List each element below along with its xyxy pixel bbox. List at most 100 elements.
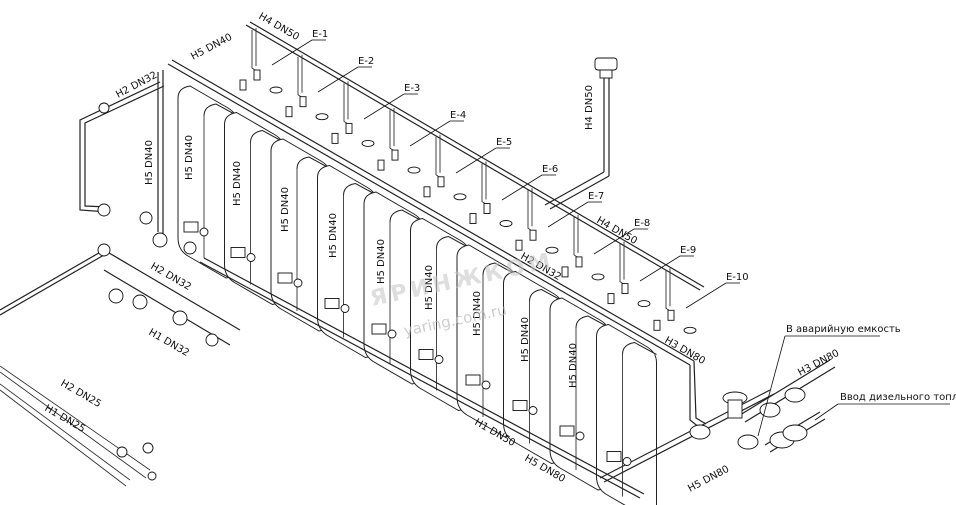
h4-header-pipe-edge [249,21,705,288]
tank-top-edge [436,235,471,249]
tank-side-label: H5 DN40 [520,317,531,362]
tank-label-leader [639,255,681,282]
h4-branch-riser [527,190,535,233]
tank-side-label: H5 DN40 [424,265,435,310]
tank-nozzle [269,86,283,94]
branch-valve [483,203,491,214]
tank-label: E-4 [450,110,466,121]
tank-group [177,85,657,505]
h4-branch-riser [297,56,305,100]
tank-nozzle [499,220,513,227]
tank-nozzle [407,166,421,174]
bottom-fitting [340,304,350,313]
h2-dn25-pipe-edge [0,371,147,479]
tank-branches [183,28,697,466]
callouts: В аварийную емкость Ввод дизельного топл… [757,324,956,437]
h4-branch-riser [389,110,397,153]
callout-diesel-leader [814,403,839,421]
label-h4-vertical: H4 DN50 [584,85,595,130]
label-h5-left: H5 DN40 [144,140,155,185]
tank-label-leader [501,174,543,201]
tank-side-label: H5 DN40 [184,135,195,180]
tank-label-leader [409,120,451,147]
tank-label: E-8 [634,218,650,229]
label-h5-dn80-bottom: H5 DN80 [686,464,731,495]
h4-branch-riser [435,136,443,180]
branch-valve [621,283,629,295]
h2-mid-pipe [103,249,241,331]
branch-valve [345,122,353,134]
branch-valve [299,96,307,108]
h5-header-pipe-edge [171,59,695,362]
callout-emergency-leader [757,335,786,437]
bottom-valve [277,272,293,284]
branch-valve [239,79,247,91]
tank-top-edge [203,103,239,117]
label-h2-dn25: H2 DN25 [59,378,103,410]
tank-label: E-3 [404,83,420,94]
tank-top-edge [389,209,425,223]
left-pump-cluster [97,102,219,481]
branch-valve [423,186,431,198]
bottom-fitting [434,355,444,364]
tank-label-leader [547,201,589,228]
bottom-valve [559,425,575,437]
bottom-fitting [622,457,632,466]
h4-branch-riser [619,243,627,286]
tank-label-leader [271,39,313,66]
bottom-valve [606,451,622,462]
branch-valve [253,69,261,81]
branch-valve [529,229,537,241]
tank-top-edge [343,182,378,196]
tank-side-label: H5 DN40 [472,291,483,336]
h4-branch-pipe [544,171,605,206]
branch-valve [561,266,569,278]
tank-side-label: H5 DN40 [280,187,291,232]
bottom-fitting [246,253,256,262]
tank-label: E-9 [680,245,696,256]
tank-label: E-1 [312,29,328,40]
branch-valve [515,239,523,251]
tank-nozzle [637,300,651,308]
tank-top-edge [622,341,657,355]
h3-dn80-pipe [739,359,831,416]
bottom-fitting [481,380,491,390]
branch-valve [469,213,477,224]
h4-branch-pipe-edge [549,175,610,210]
tank-nozzle [315,113,329,121]
branch-valve [607,293,615,305]
tank-top-edge [575,315,611,329]
label-h1-dn25: H1 DN25 [43,403,87,435]
tank-label-leader [593,228,635,255]
bottom-fitting [528,406,538,415]
tank-side-label: H5 DN40 [328,213,339,258]
bottom-valve [371,323,387,335]
h2-dn32-outlet-edge [0,254,105,316]
h5-end-drop-edge [693,360,707,425]
tank-top-edge [296,156,332,170]
branch-valve [377,159,385,171]
h4-branch-riser [665,270,673,313]
branch-valve [653,319,661,331]
main-pipes [0,21,836,499]
bottom-valve [512,400,528,411]
tank-label-leader [455,147,497,174]
tank-top-edge [529,288,564,302]
label-h3-dn80-b: H3 DN80 [796,348,841,379]
tank-side-label: H5 DN40 [568,343,579,388]
tank-label: E-7 [588,191,604,202]
bottom-valve [183,221,199,233]
tank-top-edge [482,262,518,276]
h4-branch-riser [481,163,489,206]
h5-header-pipe [167,63,691,366]
label-h2-mid: H2 DN32 [149,261,193,293]
tank-label: E-2 [358,56,374,67]
tank-nozzle [361,139,375,147]
branch-valve [667,309,675,321]
branch-valve [391,149,399,161]
tank-nozzle [545,246,559,254]
branch-valve [331,132,339,144]
tank-nozzle [591,273,605,281]
outlet-assembly [689,387,808,450]
